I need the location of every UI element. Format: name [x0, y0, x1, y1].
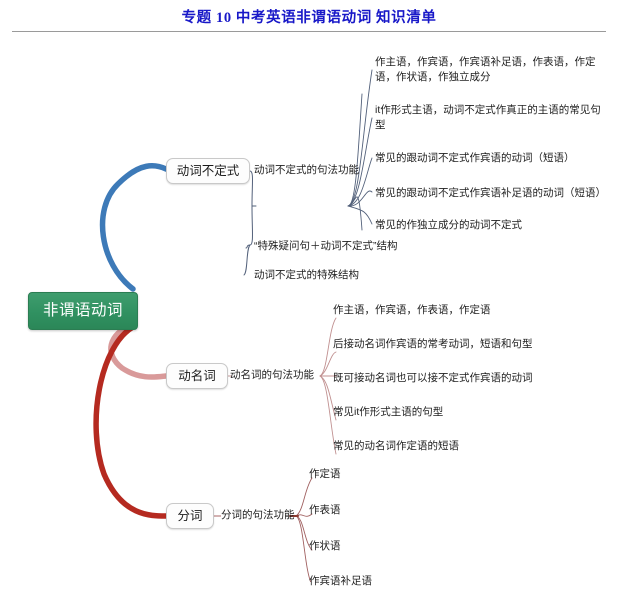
- connector-1-0-leaf-4: [319, 375, 337, 455]
- branch-node-participle[interactable]: 分词: [166, 503, 214, 529]
- leaf-gerund-it-formal-subject[interactable]: 常见it作形式主语的句型: [333, 406, 444, 418]
- root-node[interactable]: 非谓语动词: [28, 292, 138, 330]
- connector-2-0-leaf-3: [295, 515, 312, 582]
- mindmap-connectors: [93, 69, 373, 582]
- sub-label-wh-infinitive-structure[interactable]: “特殊疑问句＋动词不定式”结构: [254, 240, 398, 252]
- connector-1-0-leaf-0: [319, 317, 337, 377]
- leaf-verbs-taking-infinitive-object[interactable]: 常见的跟动词不定式作宾语的动词（短语）: [375, 152, 575, 164]
- connector-0-0-leaf-1: [347, 117, 373, 207]
- connector-0-sub-2: [243, 244, 251, 276]
- connector-0-spine: [249, 170, 253, 246]
- branch-curve-2: [93, 324, 169, 519]
- connector-2-0-leaf-0: [295, 477, 313, 517]
- leaf-verbs-taking-infinitive-complement[interactable]: 常见的跟动词不定式作宾语补足语的动词（短语）: [375, 187, 606, 199]
- leaf-gerund-functions[interactable]: 作主语，作宾语，作表语，作定语: [333, 304, 491, 316]
- leaf-it-formal-subject[interactable]: it作形式主语，动词不定式作真正的主语的常见句型: [375, 104, 601, 131]
- connector-0-0-leaf-4: [347, 205, 373, 225]
- page-title: 专题 10 中考英语非谓语动词 知识清单: [181, 10, 437, 26]
- title-bar: 专题 10 中考英语非谓语动词 知识清单: [0, 0, 618, 34]
- leaf-verbs-taking-both[interactable]: 既可接动名词也可以接不定式作宾语的动词: [333, 372, 533, 384]
- leaf-verbs-taking-gerund-object[interactable]: 后接动名词作宾语的常考动词，短语和句型: [333, 338, 533, 350]
- leaf-infinitive-functions[interactable]: 作主语，作宾语，作宾语补足语，作表语，作定语，作状语，作独立成分: [375, 56, 596, 83]
- leaf-participle-adverbial[interactable]: 作状语: [309, 540, 341, 552]
- leaf-infinitive-independent-element[interactable]: 常见的作独立成分的动词不定式: [375, 219, 522, 231]
- connector-0-sub-1: [245, 244, 251, 249]
- branch-curve-1: [108, 321, 169, 380]
- connector-0-0-leaf-0: [347, 69, 373, 207]
- branch-node-gerund[interactable]: 动名词: [166, 363, 228, 389]
- branch-node-infinitive[interactable]: 动词不定式: [166, 158, 250, 184]
- connector-0-0-leaf-2: [347, 157, 373, 207]
- leaf-gerund-attributive-phrases[interactable]: 常见的动名词作定语的短语: [333, 440, 459, 452]
- mindmap-canvas: 非谓语动词 动词不定式 动名词 分词 动词不定式的句法功能 “特殊疑问句＋动词不…: [0, 34, 618, 587]
- sub-label-infinitive-syntax[interactable]: 动词不定式的句法功能: [254, 164, 359, 176]
- sub-label-participle-syntax[interactable]: 分词的句法功能: [221, 509, 295, 521]
- sub-label-gerund-syntax[interactable]: 动名词的句法功能: [230, 369, 314, 381]
- title-divider: [12, 31, 606, 32]
- leaf-participle-predicative[interactable]: 作表语: [309, 504, 341, 516]
- branch-curve-0: [99, 163, 169, 292]
- connector-1-0-leaf-1: [319, 351, 337, 377]
- sub-label-infinitive-special-structure[interactable]: 动词不定式的特殊结构: [254, 269, 359, 281]
- leaf-participle-attributive[interactable]: 作定语: [309, 468, 341, 480]
- connector-0-0-leaf-3: [347, 190, 373, 207]
